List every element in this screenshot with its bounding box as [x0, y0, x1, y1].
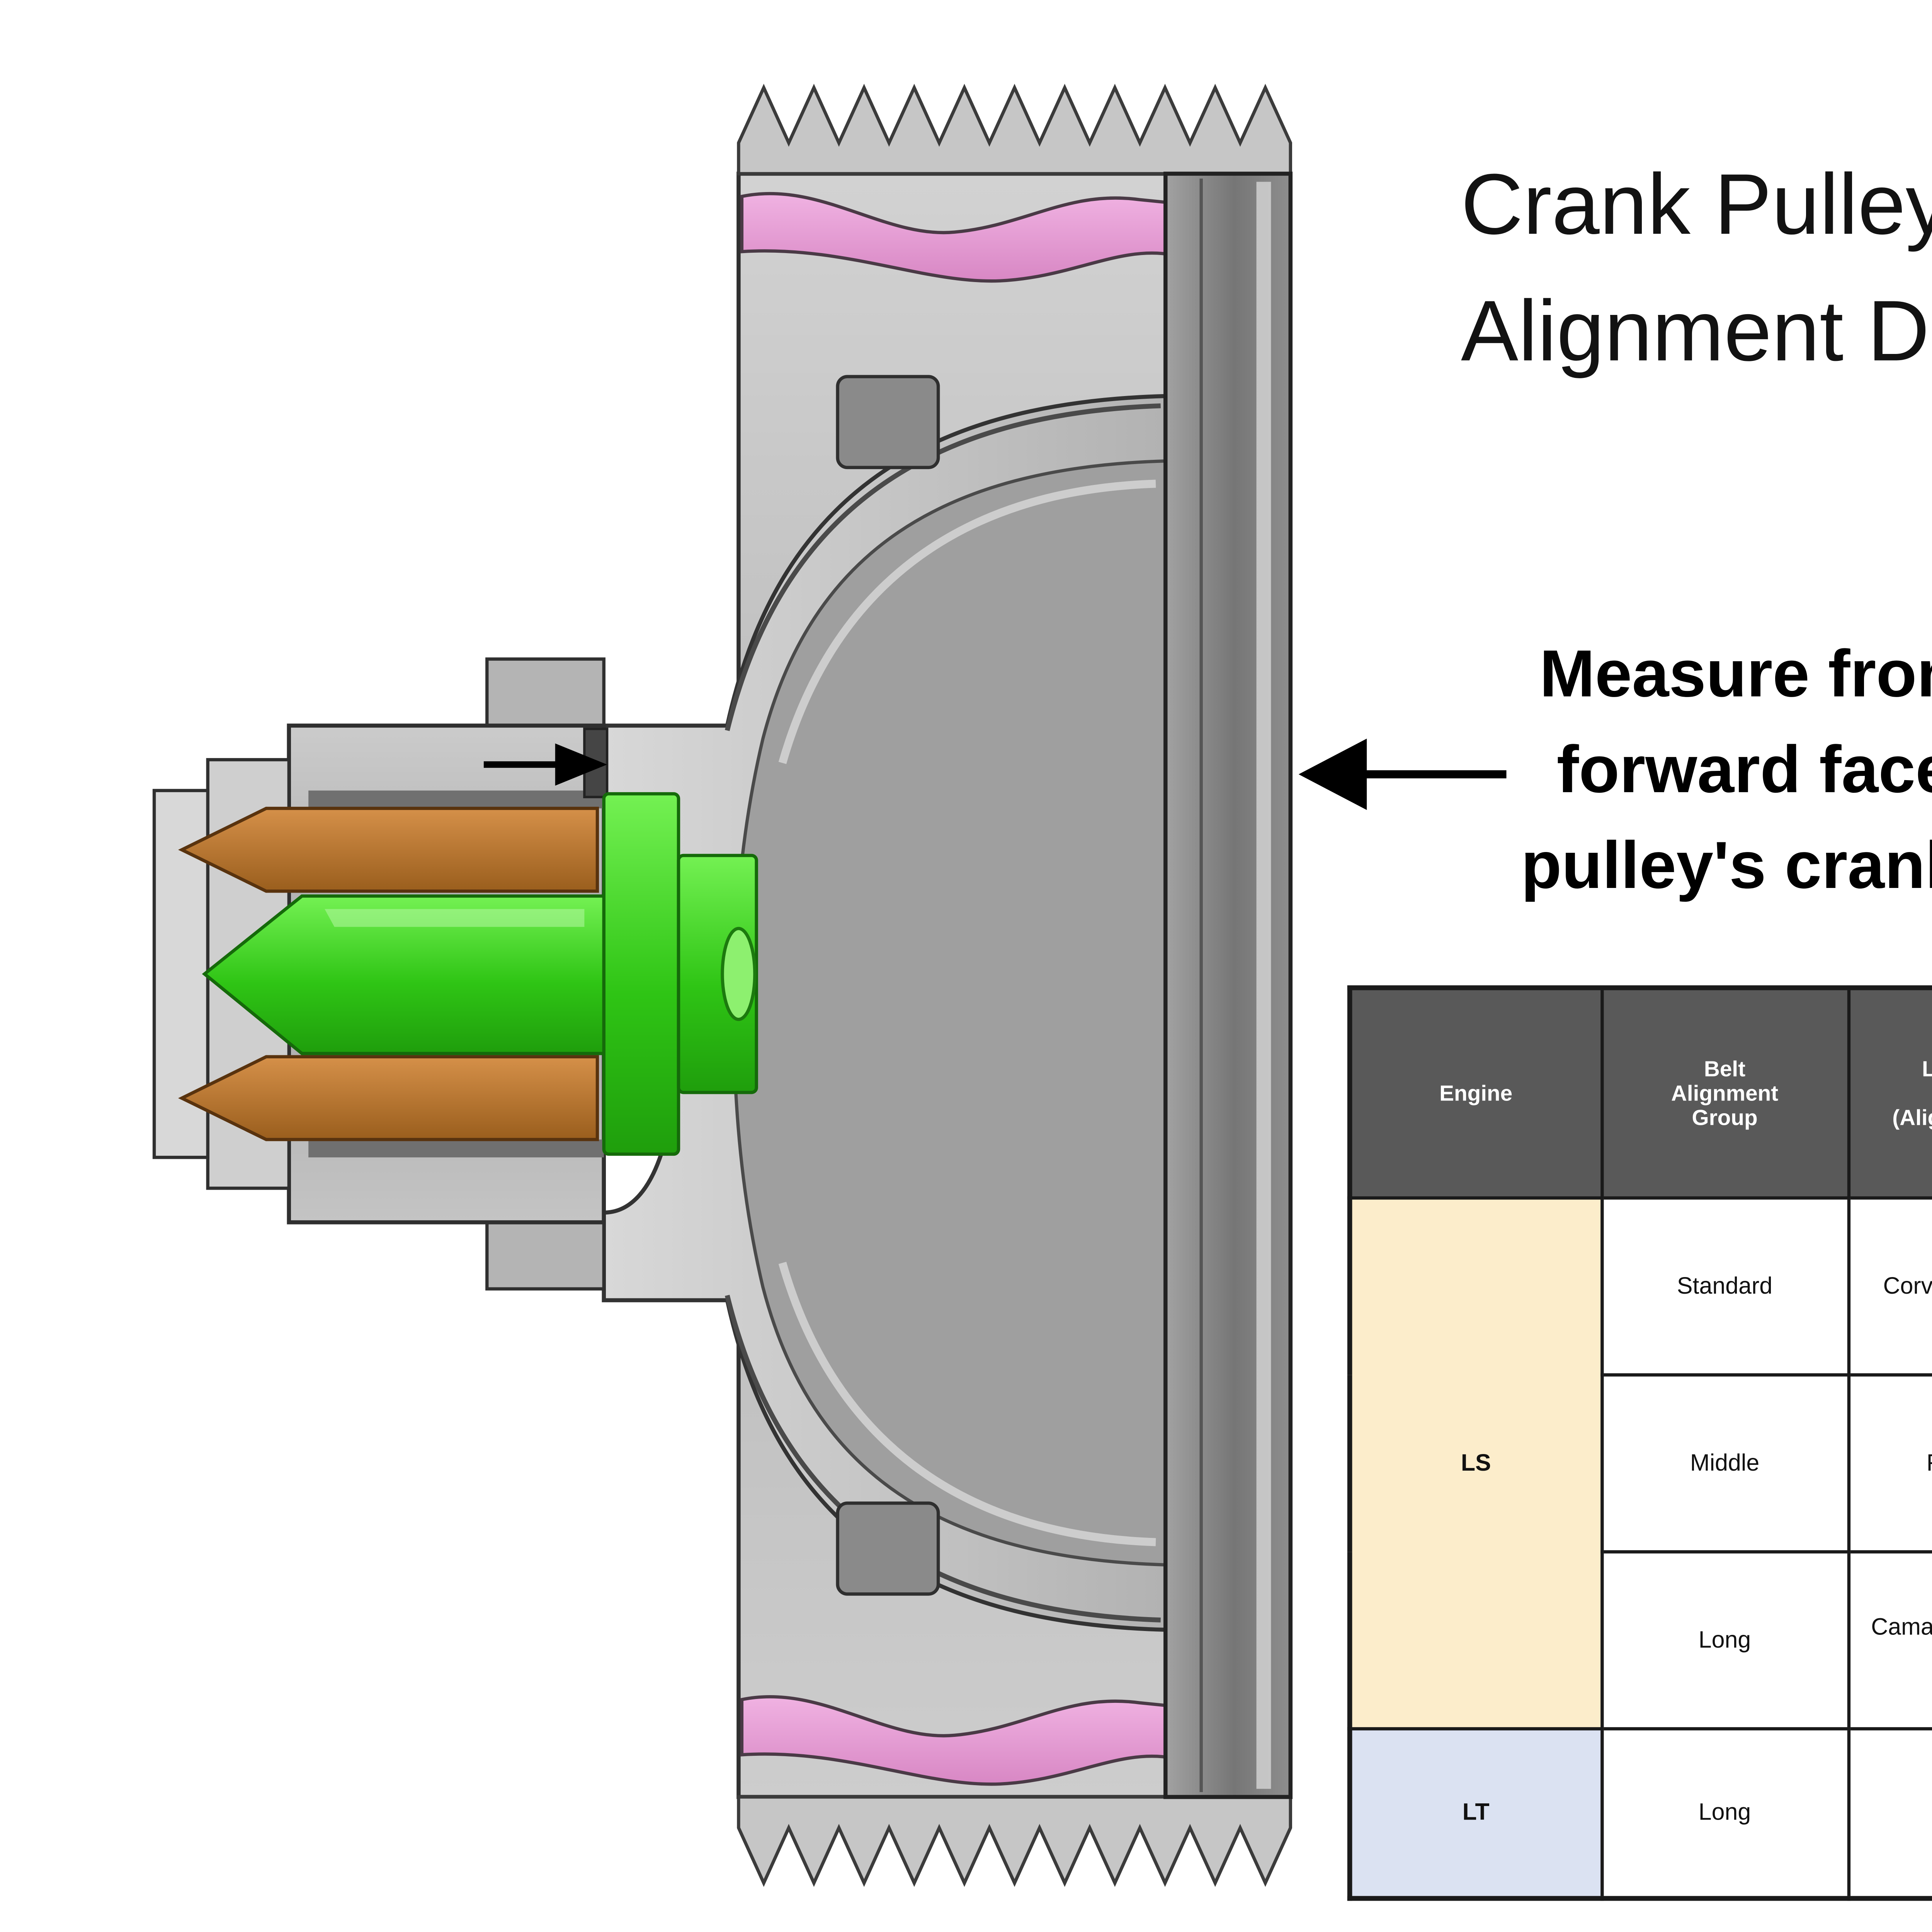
- belt-grooves-top: [737, 83, 1292, 175]
- measurement-annotation: Measure from the pulley's forward face, …: [1521, 636, 1932, 903]
- header-belt-alignment-group: Belt Alignment Group: [1600, 986, 1850, 1200]
- table-row: LS Standard Corvette / CTS-V / G8 1.5" 3…: [1348, 1196, 1932, 1731]
- cell-group: Long: [1600, 1727, 1850, 1900]
- cell-application: Corvette / CTS-V / G8: [1846, 1196, 1932, 1377]
- cell-application: Camaro ('10-UP) / Truck (all): [1846, 1550, 1932, 1731]
- cell-engine-ls: LS: [1348, 1196, 1603, 1731]
- table-row: Long Camaro ('10-UP) / Truck (all) 3" 75…: [1350, 1550, 1932, 1731]
- hub-bell-web: [602, 394, 1168, 1632]
- cell-group: Standard: [1600, 1196, 1850, 1377]
- measure-arrow-icon: [1298, 738, 1507, 810]
- spoke-boss-bottom: [836, 1501, 940, 1596]
- table-row: LT Long Truck (all) 3.5" 89 MM: [1348, 1727, 1932, 1900]
- cell-group: Middle: [1600, 1373, 1850, 1554]
- header-row: Engine Belt Alignment Group LS Applicati…: [1348, 986, 1932, 1200]
- crank-bolt-green: [202, 792, 758, 1156]
- header-engine: Engine: [1348, 986, 1603, 1200]
- cell-engine-lt: LT: [1348, 1727, 1603, 1900]
- cell-group: Long: [1600, 1550, 1850, 1731]
- pointer-arrow-icon: [483, 743, 607, 786]
- belt-grooves-bottom: [737, 1795, 1292, 1887]
- crank-snout-copper-top: [178, 806, 599, 893]
- pulley-forward-face: [1163, 172, 1293, 1799]
- header-ls-application: LS Application (Alignment Specific): [1846, 986, 1932, 1200]
- alignment-spec-table: Engine Belt Alignment Group LS Applicati…: [1347, 985, 1932, 1901]
- cell-application: F-body / GTO: [1846, 1373, 1932, 1554]
- crank-snout-copper-bottom: [178, 1055, 599, 1141]
- table-row: Middle F-body / GTO 2.25" 55 MM: [1350, 1373, 1932, 1554]
- page-title: Crank Pulley Belt Alignment Determinatio…: [1461, 157, 1932, 381]
- spoke-boss-top: [836, 375, 940, 469]
- cell-application: Truck (all): [1846, 1727, 1932, 1900]
